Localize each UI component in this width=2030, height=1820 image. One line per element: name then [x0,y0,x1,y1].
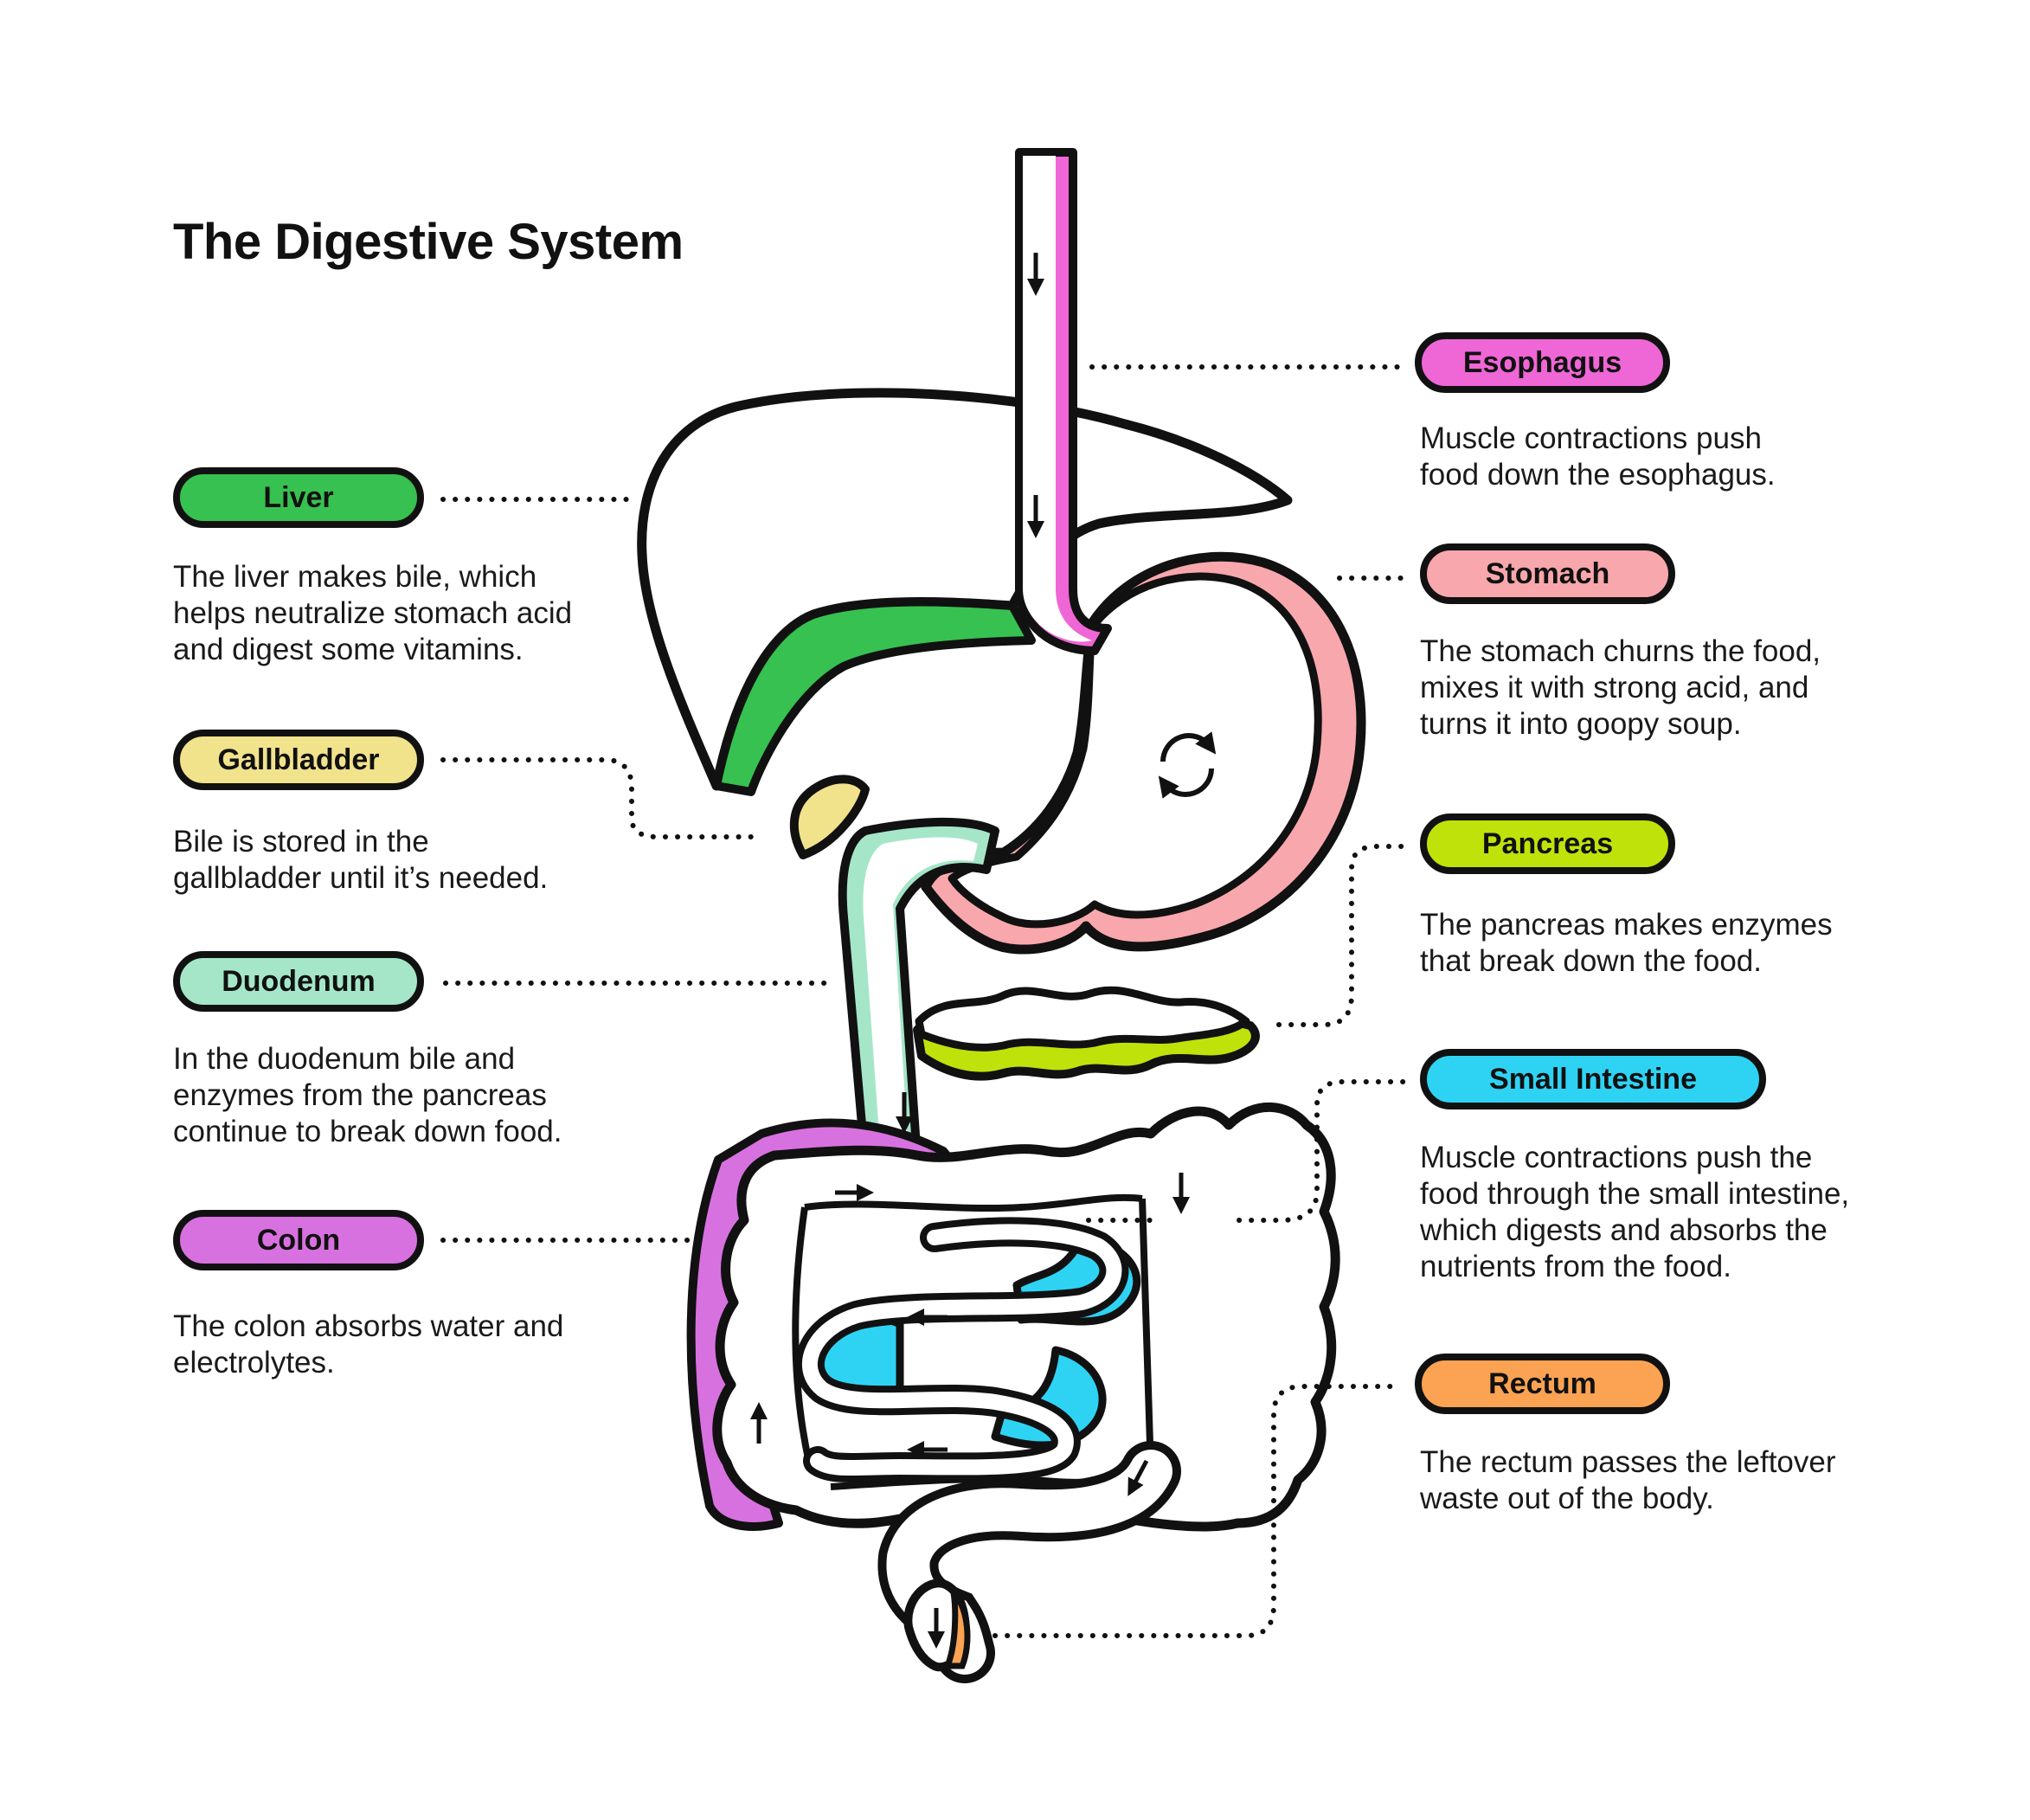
esophagus-organ [1015,148,1112,655]
desc-pancreas-line: The pancreas makes enzymes [1420,908,1833,942]
desc-colon: The colon absorbs water and electrolytes… [173,1309,658,1381]
desc-rectum-line: The rectum passes the leftover [1420,1445,1836,1479]
liver-organ [637,388,1293,796]
desc-gallbladder-line: gallbladder until it’s needed. [173,861,549,895]
pancreas-organ [913,986,1260,1081]
label-liver: Liver [173,467,424,528]
desc-colon-line: The colon absorbs water and [173,1309,564,1343]
desc-rectum-line: waste out of the body. [1420,1482,1714,1515]
label-pancreas: Pancreas [1420,814,1675,874]
desc-liver: The liver makes bile, which helps neutra… [173,559,658,668]
desc-gallbladder: Bile is stored in the gallbladder until … [173,824,658,897]
desc-duodenum-line: enzymes from the pancreas [173,1078,547,1112]
leader-gallbladder [440,757,762,839]
leader-rectum [993,1384,1397,1638]
desc-stomach: The stomach churns the food, mixes it wi… [1420,633,1905,743]
desc-esophagus: Muscle contractions push food down the e… [1420,421,1905,493]
desc-colon-line: electrolytes. [173,1346,335,1379]
desc-rectum: The rectum passes the leftover waste out… [1420,1444,1905,1517]
leader-small-intestine [1086,1079,1413,1223]
desc-small-intestine-line: which digests and absorbs the [1420,1213,1828,1247]
page-title: The Digestive System [173,214,684,270]
churn-icon [1158,731,1217,799]
desc-esophagus-line: food down the esophagus. [1420,458,1776,492]
desc-small-intestine-line: nutrients from the food. [1420,1250,1731,1283]
label-rectum: Rectum [1415,1354,1670,1414]
stomach-organ [921,551,1366,955]
desc-small-intestine-line: Muscle contractions push the [1420,1141,1813,1174]
desc-liver-line: helps neutralize stomach acid [173,596,573,630]
desc-pancreas: The pancreas makes enzymes that break do… [1420,907,1905,980]
small-intestine-organ [794,1217,1141,1482]
duodenum-organ [838,817,999,1168]
leader-lines [440,364,1413,1638]
desc-duodenum-line: continue to break down food. [173,1115,562,1148]
desc-stomach-line: turns it into goopy soup. [1420,707,1742,741]
label-duodenum: Duodenum [173,951,424,1012]
label-small-intestine: Small Intestine [1420,1049,1766,1109]
desc-duodenum-line: In the duodenum bile and [173,1042,516,1076]
label-stomach: Stomach [1420,543,1675,604]
desc-esophagus-line: Muscle contractions push [1420,421,1762,455]
desc-stomach-line: mixes it with strong acid, and [1420,671,1809,704]
desc-liver-line: and digest some vitamins. [173,633,524,666]
desc-small-intestine-line: food through the small intestine, [1420,1177,1850,1211]
label-esophagus: Esophagus [1415,332,1670,393]
desc-stomach-line: The stomach churns the food, [1420,634,1821,668]
label-colon: Colon [173,1210,424,1270]
rectum-organ [877,1441,1181,1683]
desc-pancreas-line: that break down the food. [1420,944,1762,978]
desc-liver-line: The liver makes bile, which [173,560,537,594]
label-gallbladder: Gallbladder [173,730,424,790]
desc-small-intestine: Muscle contractions push the food throug… [1420,1140,1939,1285]
gallbladder-organ [789,775,870,859]
desc-duodenum: In the duodenum bile and enzymes from th… [173,1041,658,1150]
desc-gallbladder-line: Bile is stored in the [173,825,429,859]
